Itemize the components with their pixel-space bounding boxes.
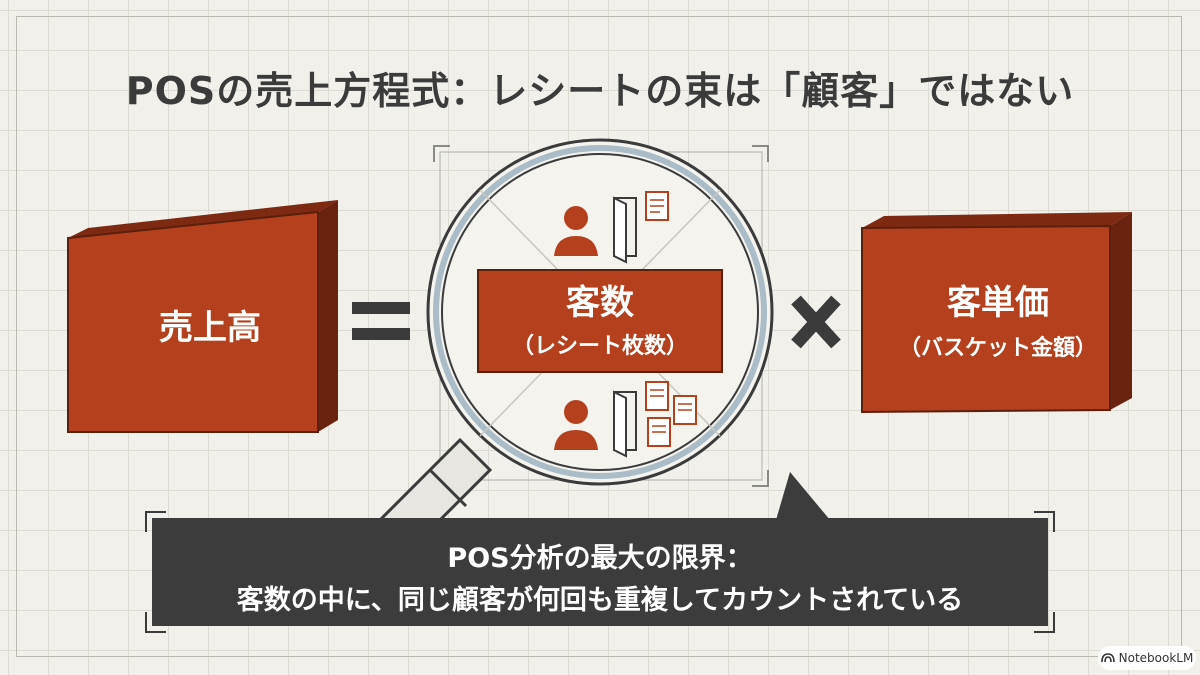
unit-price-label: 客単価 (947, 283, 1049, 323)
door-icon-top (613, 196, 637, 264)
callout-line-2: 客数の中に、同じ顧客が何回も重複してカウントされている (236, 585, 964, 616)
sales-label: 売上高 (159, 308, 261, 348)
notebooklm-badge: NotebookLM (1098, 646, 1196, 670)
callout-corners (145, 511, 1055, 633)
customer-count-label: 客数 (566, 283, 634, 323)
customer-icon-bottom (554, 400, 598, 450)
callout-bubble (152, 472, 1048, 626)
notebooklm-logo-icon (1100, 653, 1115, 663)
receipt-icon-top (645, 191, 669, 221)
multiply-sign (791, 295, 841, 349)
outer-frame (16, 16, 1182, 657)
brand-label: NotebookLM (1118, 651, 1194, 665)
slide-title: POSの売上方程式：レシートの束は「顧客」ではない (125, 69, 1075, 113)
callout-line-1: POS分析の最大の限界： (447, 543, 753, 574)
customer-count-box (477, 269, 723, 373)
receipt-stack-icon (645, 381, 697, 447)
equals-sign (352, 302, 410, 340)
door-icon-bottom (613, 390, 637, 458)
customer-icon-top (554, 206, 598, 256)
unit-price-box (861, 212, 1132, 414)
sales-box (67, 200, 338, 433)
customer-count-sublabel: （レシート枚数） (511, 334, 688, 359)
unit-price-sublabel: （バスケット金額） (898, 336, 1097, 361)
